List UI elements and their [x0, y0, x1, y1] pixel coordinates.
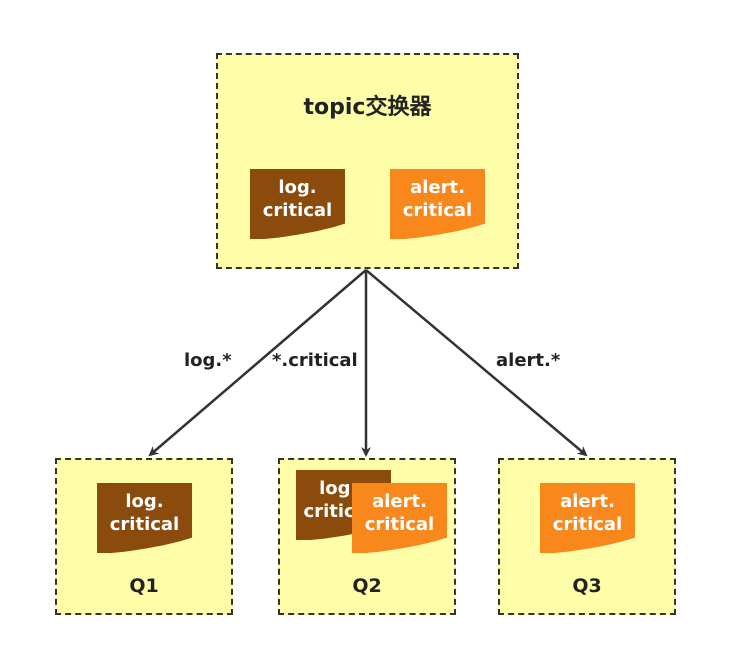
- q3-label: Q3: [572, 575, 602, 597]
- q2-message-alert-critical: alert. critical: [352, 483, 447, 553]
- queue-q2: log. critical alert. critical Q2: [278, 458, 456, 615]
- binding-label-q1: log.*: [184, 350, 232, 371]
- q3-message-alert-critical: alert. critical: [540, 483, 635, 553]
- arrow-to-q1: [148, 269, 367, 457]
- q1-message-log-critical: log. critical: [97, 483, 192, 553]
- q2-label: Q2: [352, 575, 382, 597]
- exchange-message-alert-critical: alert. critical: [390, 169, 485, 239]
- exchange-box: topic交换器 log. critical alert. critical: [216, 53, 519, 269]
- queue-q1: log. critical Q1: [55, 458, 233, 615]
- queue-q3: alert. critical Q3: [498, 458, 676, 615]
- arrow-to-q3: [365, 269, 588, 457]
- exchange-title: topic交换器: [303, 95, 432, 120]
- binding-label-q2: *.critical: [272, 350, 358, 371]
- binding-label-q3: alert.*: [496, 350, 561, 371]
- exchange-message-log-critical: log. critical: [250, 169, 345, 239]
- q1-label: Q1: [129, 575, 159, 597]
